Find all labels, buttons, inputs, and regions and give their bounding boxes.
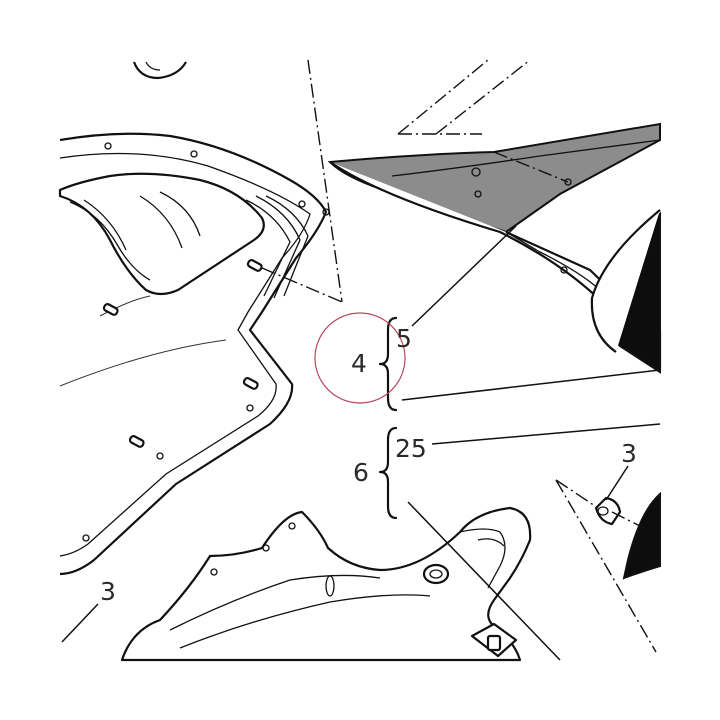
brace-upper	[378, 316, 398, 412]
leader-4	[401, 369, 661, 401]
highlight-circle	[314, 312, 406, 404]
callout-3-left: 3	[100, 577, 116, 606]
callout-5: 5	[396, 324, 412, 353]
leader-25	[431, 423, 661, 445]
callout-4: 4	[351, 349, 367, 378]
assembly-axes	[261, 59, 657, 653]
callout-6: 6	[353, 458, 369, 487]
leader-5	[411, 225, 517, 327]
callout-braces	[378, 316, 398, 520]
leader-3-right	[605, 465, 629, 501]
fastener-grommet	[594, 496, 622, 526]
callout-3-right: 3	[621, 439, 637, 468]
bottom-bracket	[120, 506, 532, 662]
shaded-cover	[327, 122, 661, 234]
dark-panel-lower	[622, 491, 661, 580]
left-panel	[58, 132, 330, 576]
dark-side-panel	[590, 209, 661, 580]
leader-lines	[61, 225, 661, 661]
leader-3-left	[61, 603, 99, 643]
callout-25: 25	[395, 434, 427, 463]
leader-6	[407, 501, 561, 661]
top-fragment	[132, 61, 187, 80]
brace-lower	[378, 426, 398, 520]
